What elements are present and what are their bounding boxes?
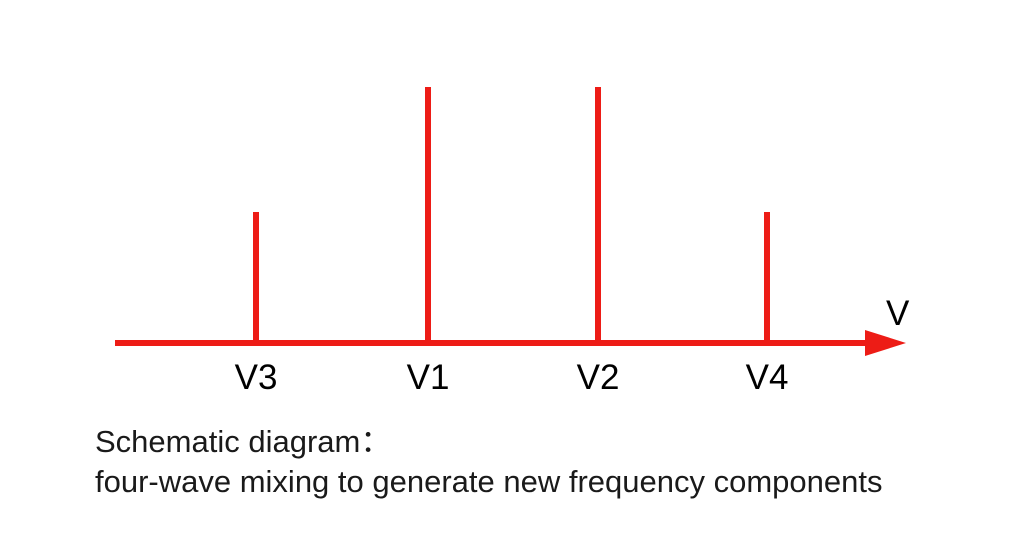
axis-arrowhead	[865, 330, 906, 356]
caption-line-1: Schematic diagram：	[95, 424, 392, 459]
tick-label-v1: V1	[406, 358, 450, 397]
tick-label-v2: V2	[576, 358, 620, 397]
tick-label-v3: V3	[234, 358, 278, 397]
axis-label-v: V	[886, 294, 910, 333]
tick-label-v4: V4	[745, 358, 789, 397]
caption: Schematic diagram： four-wave mixing to g…	[95, 422, 975, 502]
caption-line-2: four-wave mixing to generate new frequen…	[95, 464, 883, 499]
